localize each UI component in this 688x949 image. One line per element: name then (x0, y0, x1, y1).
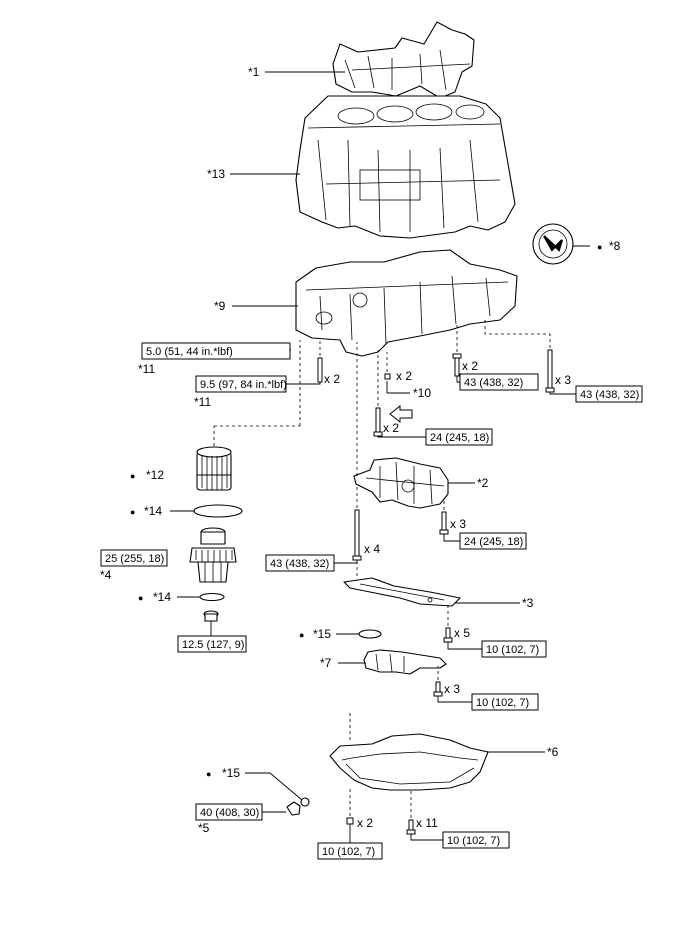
bullet-12: ● (130, 471, 135, 481)
alignment-lines (213, 318, 551, 818)
stud-bolt-11b (317, 357, 323, 383)
svg-text:43 (438, 32): 43 (438, 32) (464, 377, 523, 389)
svg-text:5.0 (51, 44 in.*lbf): 5.0 (51, 44 in.*lbf) (146, 346, 233, 358)
torque-box-t12: 40 (408, 30) (195, 803, 263, 821)
bullet-15b: ● (206, 769, 211, 779)
label-part-5: *5 (198, 821, 210, 835)
torque-box-t7: 25 (255, 18) (100, 549, 168, 567)
part-13-cylinder-block (295, 95, 516, 239)
bolt-43a (454, 357, 460, 377)
torque-box-t6: 24 (245, 18) (459, 532, 527, 550)
part-14-o-ring-large (193, 504, 243, 518)
bolts (265, 345, 555, 835)
bullet-8: ● (597, 242, 602, 252)
label-part-1: *1 (248, 65, 260, 79)
torque-box-t3: 43 (438, 32) (459, 373, 539, 391)
svg-text:43 (438, 32): 43 (438, 32) (580, 389, 639, 401)
label-part-9: *9 (214, 299, 226, 313)
qty-bolt-24b: x 3 (450, 517, 466, 531)
label-part-8: *8 (609, 239, 621, 253)
bullet-14b: ● (138, 593, 143, 603)
part-4-oil-filter-cap (189, 527, 237, 583)
bolt-43b (547, 349, 553, 391)
label-part-11b: *11 (194, 395, 211, 409)
torque-box-t2: 9.5 (97, 84 in.*lbf) (195, 375, 287, 393)
part-2-oil-pump (353, 457, 449, 509)
svg-text:10 (102, 7): 10 (102, 7) (447, 835, 500, 847)
torque-box-t10: 10 (102, 7) (481, 640, 547, 658)
label-part-12: *12 (146, 468, 164, 482)
part-5-drain-plug (286, 801, 301, 816)
qty-bolt-10c: x 11 (416, 816, 438, 830)
part-15-gasket-lower (300, 797, 310, 807)
torque-box-t11: 10 (102, 7) (471, 693, 539, 711)
svg-text:43 (438, 32): 43 (438, 32) (270, 558, 329, 570)
bolt-24a (375, 407, 381, 435)
arrow-icon (543, 235, 563, 252)
part-3-baffle-plate (343, 577, 461, 607)
bolt-43c (354, 509, 360, 559)
torque-box-t8: 43 (438, 32) (265, 554, 335, 572)
nut-10 (346, 817, 354, 825)
plug-10 (384, 373, 391, 380)
qty-bolt-24a: x 2 (383, 421, 399, 435)
label-part-15b: *15 (222, 766, 240, 780)
torque-box-t1: 5.0 (51, 44 in.*lbf) (141, 342, 291, 360)
part-6-oil-pan (329, 733, 489, 791)
svg-text:9.5 (97, 84 in.*lbf): 9.5 (97, 84 in.*lbf) (200, 379, 287, 391)
svg-text:25 (255, 18): 25 (255, 18) (105, 553, 164, 565)
torque-box-t4: 43 (438, 32) (575, 385, 643, 403)
filter-drain-plug (203, 610, 219, 622)
torque-box-t13: 10 (102, 7) (317, 842, 383, 860)
label-part-3: *3 (522, 596, 534, 610)
label-part-11a: *11 (138, 362, 155, 376)
bolt-24b (441, 511, 447, 533)
svg-text:10 (102, 7): 10 (102, 7) (476, 697, 529, 709)
label-part-13: *13 (207, 167, 225, 181)
label-part-14a: *14 (144, 504, 162, 518)
qty-plug-10: x 2 (396, 369, 412, 383)
torque-box-t14: 10 (102, 7) (442, 831, 510, 849)
qty-bolt-43a: x 2 (462, 359, 478, 373)
qty-bolt-10b: x 3 (444, 682, 460, 696)
qty-bolt-43c: x 4 (364, 542, 380, 556)
label-part-14b: *14 (153, 590, 171, 604)
part-8-oil-seal (532, 223, 574, 265)
part-1-cover (332, 21, 475, 99)
svg-text:12.5 (127, 9): 12.5 (127, 9) (182, 639, 244, 651)
front-arrow-icon (389, 404, 413, 424)
torque-box-t9: 12.5 (127, 9) (177, 635, 247, 653)
part-12-oil-filter-element (196, 446, 232, 491)
bullet-15a: ● (299, 630, 304, 640)
qty-nut-10: x 2 (357, 816, 373, 830)
svg-text:24 (245, 18): 24 (245, 18) (464, 536, 523, 548)
label-part-2: *2 (477, 476, 489, 490)
leader-lines (170, 71, 590, 844)
label-part-15a: *15 (313, 627, 331, 641)
label-part-6: *6 (547, 745, 559, 759)
part-14-o-ring-small (199, 592, 225, 602)
svg-text:40 (408, 30): 40 (408, 30) (200, 807, 259, 819)
svg-text:24 (245, 18): 24 (245, 18) (430, 432, 489, 444)
label-part-7: *7 (320, 656, 332, 670)
qty-bolt-10a: x 5 (454, 626, 470, 640)
torque-box-t5: 24 (245, 18) (425, 428, 493, 446)
svg-text:10 (102, 7): 10 (102, 7) (486, 644, 539, 656)
svg-text:10 (102, 7): 10 (102, 7) (322, 846, 375, 858)
label-part-4: *4 (100, 568, 112, 582)
part-15-gasket-upper (358, 629, 382, 639)
qty-stud-11b: x 2 (324, 372, 340, 386)
qty-bolt-43b: x 3 (555, 373, 571, 387)
part-9-crankcase (295, 249, 518, 357)
bullet-14a: ● (130, 507, 135, 517)
label-part-10: *10 (413, 386, 431, 400)
part-7-oil-strainer (363, 649, 447, 675)
